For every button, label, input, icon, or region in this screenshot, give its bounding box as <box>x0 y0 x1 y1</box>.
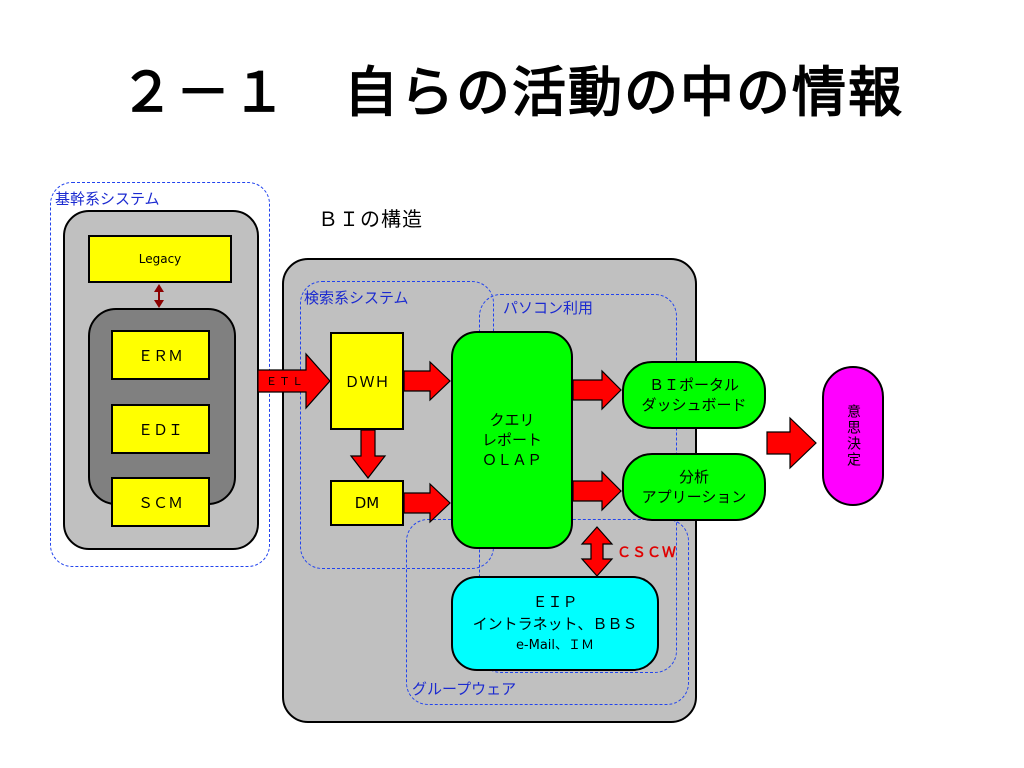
groupware-label: グループウェア <box>412 680 517 698</box>
decision-label: 意思決定 <box>845 404 861 468</box>
portal-line-1: ＢＩポータル <box>648 376 739 394</box>
analysis-line-2: アプリーション <box>641 488 747 506</box>
eip-line-3: e-Mail、ＩＭ <box>515 637 595 653</box>
eip-box: ＥＩＰ イントラネット、ＢＢＳ e-Mail、ＩＭ <box>451 576 659 671</box>
core-systems-label: 基幹系システム <box>55 190 160 208</box>
erm-box: ＥＲＭ <box>111 330 210 380</box>
dm-olap-arrow <box>403 482 451 524</box>
olap-analysis-arrow <box>572 470 622 512</box>
eip-line-1: ＥＩＰ <box>532 592 578 611</box>
olap-box: クエリ レポート ＯＬＡＰ <box>451 331 573 549</box>
legacy-erm-double-arrow <box>154 284 164 308</box>
pc-use-label: パソコン利用 <box>503 299 594 317</box>
dwh-box: ＤＷＨ <box>330 332 404 430</box>
olap-line-1: クエリ <box>489 411 535 429</box>
etl-label: ＥＴＬ <box>266 375 305 388</box>
decision-arrow <box>766 416 817 470</box>
portal-line-2: ダッシュボード <box>641 396 747 414</box>
dwh-dm-arrow <box>349 429 387 479</box>
page-title: ２－１ 自らの活動の中の情報 <box>120 61 904 124</box>
diagram-title: ＢＩの構造 <box>318 207 423 231</box>
analysis-line-1: 分析 <box>678 468 709 486</box>
eip-line-2: イントラネット、ＢＢＳ <box>472 614 638 633</box>
dwh-olap-arrow <box>403 360 451 402</box>
olap-portal-arrow <box>572 369 622 411</box>
legacy-box: Legacy <box>88 235 232 283</box>
olap-line-2: レポート <box>481 431 542 449</box>
bi-portal-box: ＢＩポータル ダッシュボード <box>622 361 766 429</box>
cscw-label: ＣＳＣＷ <box>617 545 677 561</box>
search-systems-label: 検索系システム <box>304 289 409 307</box>
decision-box: 意思決定 <box>822 366 884 506</box>
dm-box: DM <box>330 480 404 526</box>
scm-box: ＳＣＭ <box>111 477 210 527</box>
cscw-double-arrow <box>580 526 614 577</box>
analysis-app-box: 分析 アプリーション <box>622 453 766 521</box>
edi-box: ＥＤＩ <box>111 404 210 454</box>
etl-arrow <box>257 352 331 410</box>
olap-line-3: ＯＬＡＰ <box>481 451 542 469</box>
